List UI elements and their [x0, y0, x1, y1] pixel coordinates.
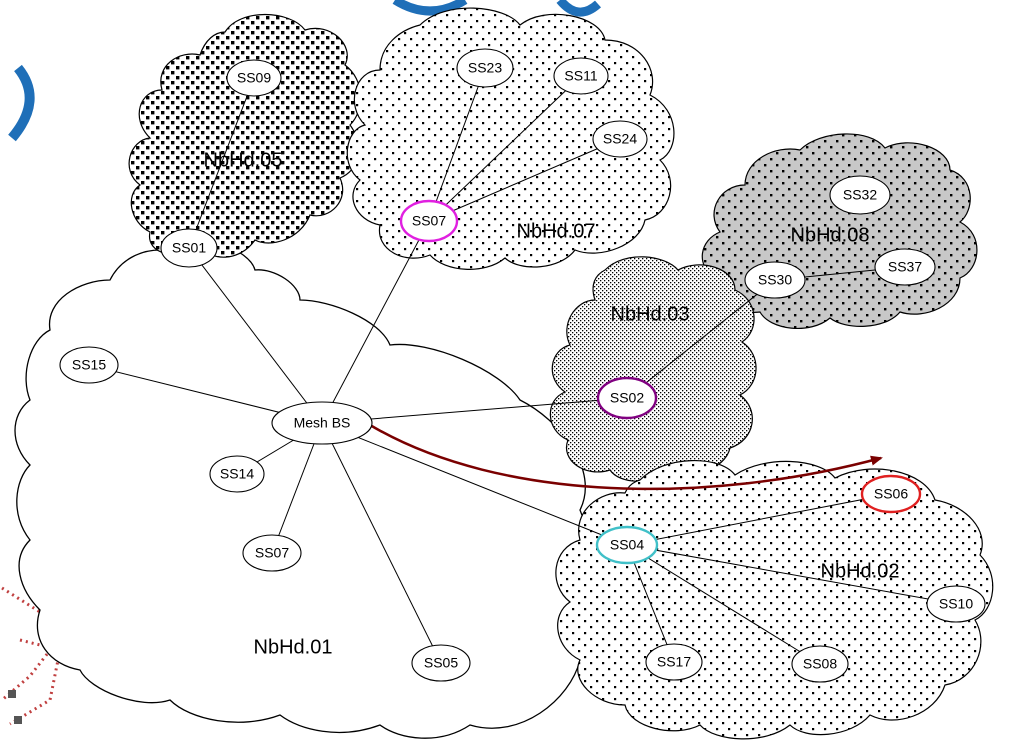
region-label-nbhd-01: NbHd.01 — [254, 636, 333, 658]
node-shape-ss15 — [59, 346, 119, 384]
link-mesh-bs-ss01 — [188, 247, 323, 424]
node-ss01[interactable]: SS01 — [160, 228, 218, 268]
node-ss37[interactable]: SS37 — [874, 248, 936, 286]
node-label-ss24: SS24 — [603, 131, 637, 147]
link-mesh-bs-ss07b — [271, 422, 323, 554]
region-label-nbhd-02: NbHd.02 — [821, 560, 900, 582]
link-ss01-ss09 — [188, 77, 255, 249]
node-label-ss37: SS37 — [888, 259, 922, 275]
cloud-nbhd-03 — [549, 256, 757, 482]
node-label-ss05: SS05 — [424, 655, 458, 671]
node-mesh-bs[interactable]: Mesh BS — [271, 401, 373, 445]
region-label-nbhd-08: NbHd.08 — [791, 224, 870, 246]
node-label-ss04: SS04 — [610, 537, 644, 553]
node-shape-ss09 — [226, 59, 282, 97]
link-ss04-ss06 — [626, 493, 892, 546]
neighborhood-clouds — [14, 7, 994, 740]
route-arrow — [369, 423, 883, 491]
node-ss04[interactable]: SS04 — [595, 525, 659, 565]
node-label-ss09: SS09 — [237, 70, 271, 86]
node-label-ss07: SS07 — [412, 213, 446, 229]
link-mesh-bs-ss07 — [321, 220, 430, 424]
node-ss30[interactable]: SS30 — [744, 261, 806, 299]
node-ss07b[interactable]: SS07 — [242, 534, 302, 572]
node-ss02[interactable]: SS02 — [596, 376, 658, 420]
node-shape-ss14 — [209, 455, 265, 493]
node-label-ss06: SS06 — [874, 486, 908, 502]
link-ss02-ss30 — [626, 279, 776, 399]
node-shape-ss05 — [411, 644, 471, 682]
link-ss07-ss23 — [428, 67, 486, 222]
node-ss10[interactable]: SS10 — [926, 585, 986, 623]
node-shape-ss11 — [553, 57, 609, 95]
node-label-ss11: SS11 — [564, 68, 597, 84]
node-label-ss10: SS10 — [939, 596, 973, 612]
node-shape-ss24 — [592, 120, 648, 158]
link-mesh-bs-ss05 — [321, 422, 442, 664]
node-ss08[interactable]: SS08 — [791, 645, 849, 683]
node-shape-ss23 — [456, 48, 514, 88]
node-ss24[interactable]: SS24 — [592, 120, 648, 158]
cloud-nbhd-01 — [14, 240, 600, 739]
node-ss06[interactable]: SS06 — [860, 474, 922, 514]
node-shape-ss10 — [926, 585, 986, 623]
node-ss07[interactable]: SS07 — [399, 199, 459, 243]
node-label-ss02: SS02 — [610, 390, 644, 406]
node-shape-ss32 — [829, 175, 891, 215]
node-shape-ss17 — [645, 643, 703, 681]
node-shape-ss30 — [744, 261, 806, 299]
link-ss04-ss10 — [626, 544, 957, 605]
node-shape-ss37 — [874, 248, 936, 286]
node-ss05[interactable]: SS05 — [411, 644, 471, 682]
node-label-ss08: SS08 — [803, 656, 837, 672]
link-mesh-bs-ss04 — [321, 422, 628, 546]
link-ss04-ss08 — [626, 544, 821, 665]
node-shape-ss08 — [791, 645, 849, 683]
node-shape-ss02 — [596, 376, 658, 420]
node-ss17[interactable]: SS17 — [645, 643, 703, 681]
node-ss32[interactable]: SS32 — [829, 175, 891, 215]
node-label-mesh-bs: Mesh BS — [294, 415, 351, 431]
link-ss07-ss11 — [428, 75, 582, 222]
node-shape-ss06 — [860, 474, 922, 514]
node-ss15[interactable]: SS15 — [59, 346, 119, 384]
region-label-nbhd-03: NbHd.03 — [611, 303, 690, 325]
region-label-nbhd-05: NbHd.05 — [204, 149, 283, 171]
node-shape-ss01 — [160, 228, 218, 268]
links-layer — [88, 67, 957, 665]
node-ss09[interactable]: SS09 — [226, 59, 282, 97]
node-label-ss23: SS23 — [468, 60, 502, 76]
node-label-ss30: SS30 — [758, 272, 792, 288]
node-shape-ss07b — [242, 534, 302, 572]
node-shape-ss07 — [399, 199, 459, 243]
node-shape-ss04 — [595, 525, 659, 565]
node-shape-mesh-bs — [271, 401, 373, 445]
link-mesh-bs-ss02 — [321, 397, 628, 424]
node-label-ss14: SS14 — [220, 466, 254, 482]
node-label-ss01: SS01 — [172, 240, 206, 256]
link-ss07-ss24 — [428, 138, 621, 222]
route-arrow-layer — [369, 423, 883, 491]
node-label-ss15: SS15 — [72, 357, 106, 373]
cloud-nbhd-05 — [128, 14, 362, 258]
node-ss23[interactable]: SS23 — [456, 48, 514, 88]
node-ss11[interactable]: SS11 — [553, 57, 609, 95]
region-label-nbhd-07: NbHd.07 — [517, 220, 596, 242]
link-ss04-ss17 — [626, 544, 675, 663]
node-label-ss17: SS17 — [657, 654, 691, 670]
title-fragment-paren — [8, 64, 35, 142]
node-ss14[interactable]: SS14 — [209, 455, 265, 493]
title-fragment-arc — [392, 0, 468, 16]
node-label-ss07b: SS07 — [255, 545, 289, 561]
node-label-ss32: SS32 — [843, 187, 877, 203]
title-fragment-g — [556, 0, 602, 17]
